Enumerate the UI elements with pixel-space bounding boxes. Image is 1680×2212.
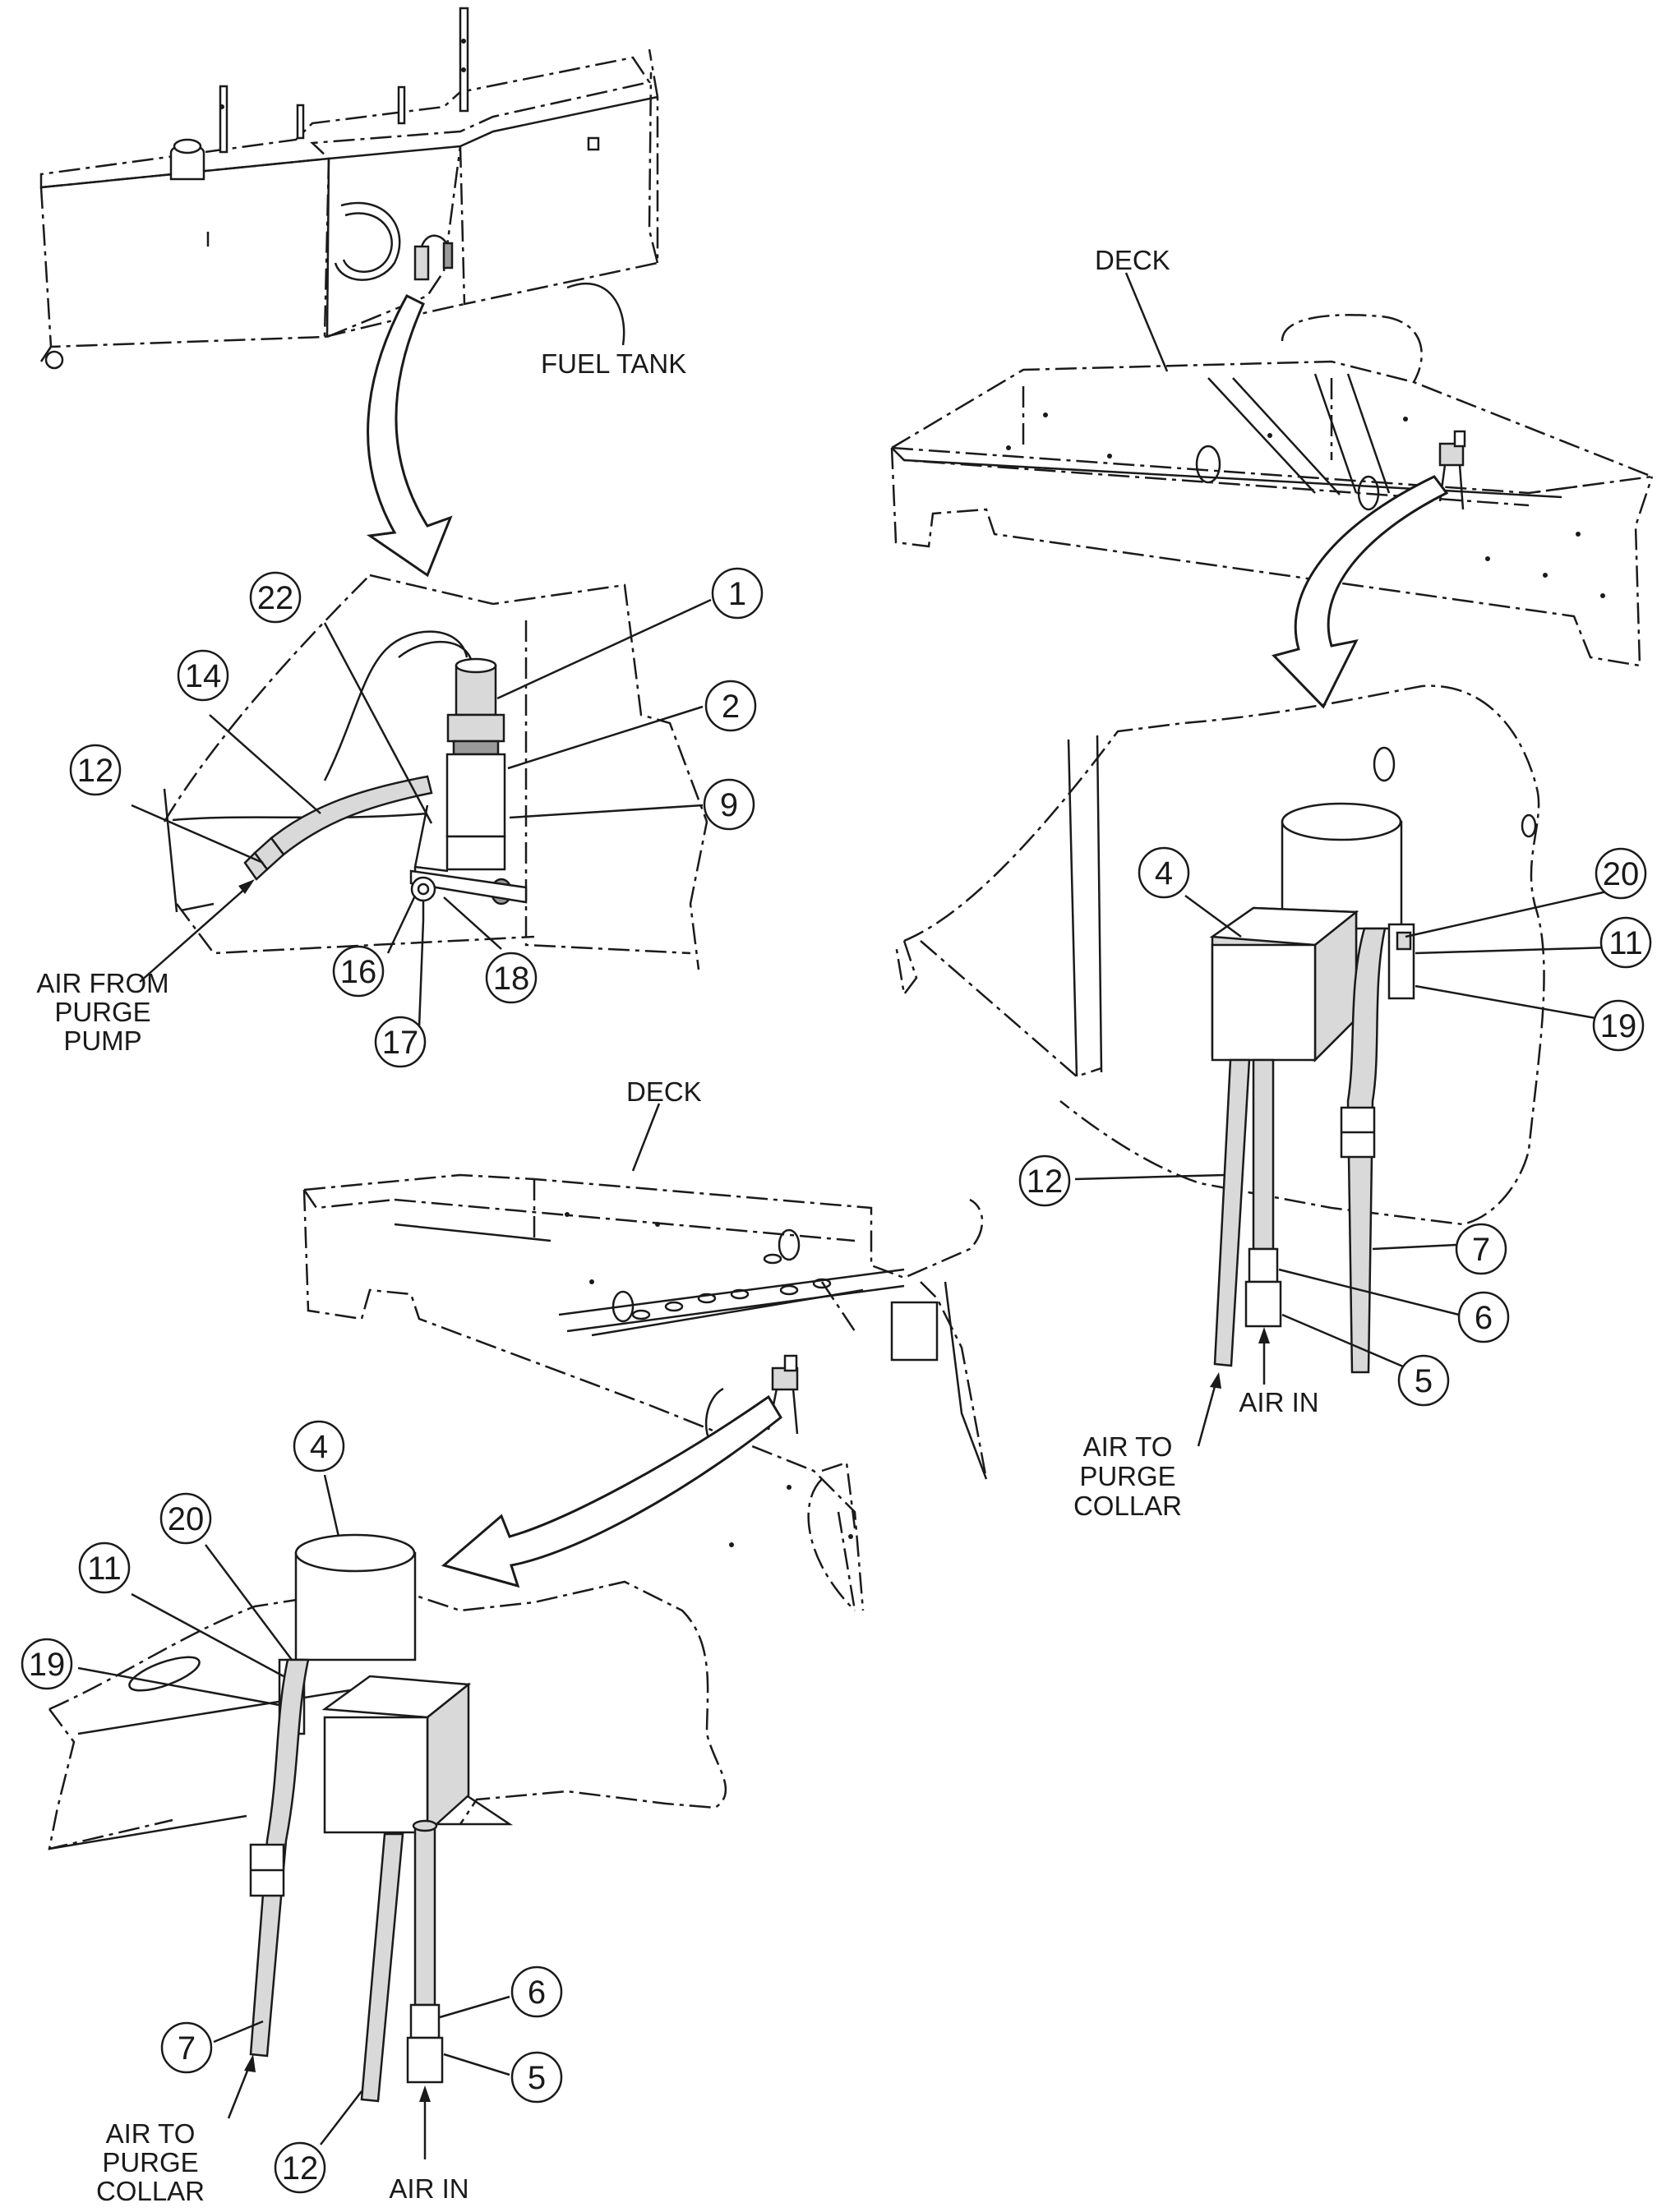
- label-deck-middle: DECK: [626, 1076, 702, 1107]
- left-detail-callouts: 4 20 11 19 7 6 5 12: [21, 1420, 563, 2194]
- callout-number: 16: [340, 954, 377, 990]
- tank-detail-callouts: 22 14 12 1 2 9 16 18 17: [69, 567, 764, 1068]
- callout-number: 20: [1603, 856, 1640, 892]
- callout-number: 12: [282, 2150, 319, 2187]
- callout-number: 22: [257, 580, 294, 616]
- tank-detail-illustration: [163, 574, 708, 970]
- callout-number: 12: [1027, 1164, 1064, 1200]
- tank-to-detail-arrow: [366, 294, 453, 578]
- callout-bubble: 2: [704, 680, 757, 732]
- callout-bubble: 14: [177, 649, 229, 702]
- label-air-to-purge-collar-left-line2: PURGE: [102, 2147, 198, 2177]
- callout-number: 19: [29, 1647, 66, 1683]
- callout-number: 6: [1475, 1300, 1493, 1336]
- callout-bubble: 11: [78, 1541, 131, 1594]
- callout-number: 2: [722, 689, 740, 725]
- label-air-to-purge-collar-right-line3: COLLAR: [1073, 1491, 1182, 1521]
- label-air-in-left: AIR IN: [389, 2173, 468, 2204]
- callout-bubble: 9: [703, 778, 755, 831]
- callout-bubble: 12: [274, 2141, 326, 2194]
- callout-bubble: 7: [160, 2021, 213, 2074]
- callout-bubble: 20: [1595, 847, 1647, 900]
- callout-number: 5: [528, 2060, 546, 2096]
- callout-bubble: 5: [1397, 1354, 1450, 1407]
- label-air-to-purge-collar-right-line2: PURGE: [1079, 1461, 1175, 1491]
- deck-to-left-detail-arrow: [441, 1394, 782, 1588]
- right-detail-illustration: [894, 684, 1545, 1374]
- callout-bubble: 6: [1457, 1291, 1510, 1343]
- label-air-from-purge-pump-line1: AIR FROM: [36, 968, 168, 998]
- callout-bubble: 11: [1599, 916, 1652, 969]
- label-air-to-purge-collar-left-line3: COLLAR: [96, 2176, 205, 2206]
- callout-bubble: 18: [485, 952, 538, 1004]
- callout-number: 19: [1600, 1008, 1637, 1044]
- callout-number: 9: [720, 787, 738, 823]
- label-air-in-right: AIR IN: [1239, 1387, 1318, 1417]
- callout-bubble: 12: [1018, 1154, 1071, 1207]
- callout-number: 7: [1472, 1232, 1490, 1268]
- callout-bubble: 4: [293, 1420, 345, 1472]
- callout-bubble: 17: [374, 1016, 427, 1068]
- callout-number: 7: [178, 2030, 196, 2067]
- label-air-to-purge-collar-left-line1: AIR TO: [106, 2118, 196, 2149]
- label-deck-top: DECK: [1095, 245, 1170, 275]
- callout-number: 6: [528, 1975, 546, 2011]
- callout-bubble: 4: [1138, 846, 1190, 899]
- callout-bubble: 19: [1592, 999, 1645, 1052]
- callout-number: 17: [382, 1025, 419, 1061]
- callout-bubble: 22: [249, 571, 302, 624]
- right-detail-callouts: 4 20 11 19 12 7 6 5: [1018, 846, 1652, 1447]
- callout-bubble: 7: [1455, 1223, 1507, 1275]
- callout-number: 11: [1608, 925, 1643, 961]
- text-labels: FUEL TANK DECK DECK AIR FROM PURGE PUMP …: [36, 245, 1318, 2206]
- callout-number: 14: [185, 658, 222, 694]
- callout-number: 11: [87, 1551, 122, 1587]
- callout-bubble: 5: [510, 2051, 563, 2104]
- label-air-from-purge-pump-line3: PUMP: [63, 1025, 141, 1056]
- callout-number: 18: [493, 961, 530, 997]
- callout-bubble: 12: [69, 744, 122, 796]
- callout-bubble: 20: [159, 1492, 212, 1545]
- label-fuel-tank: FUEL TANK: [541, 348, 686, 379]
- callout-number: 1: [728, 576, 746, 612]
- callout-number: 20: [168, 1501, 205, 1537]
- label-air-to-purge-collar-right-line1: AIR TO: [1083, 1431, 1173, 1462]
- callout-number: 12: [77, 753, 114, 789]
- callout-bubble: 6: [510, 1965, 563, 2018]
- callout-number: 4: [310, 1429, 328, 1465]
- label-air-from-purge-pump-line2: PURGE: [54, 997, 150, 1027]
- callout-number: 5: [1415, 1363, 1433, 1399]
- left-detail-illustration: [48, 1533, 727, 2103]
- deck-top-illustration: [890, 272, 1656, 667]
- callout-bubble: 1: [711, 567, 764, 620]
- deck-middle-illustration: [302, 1103, 988, 1611]
- callout-bubble: 19: [21, 1638, 73, 1690]
- callout-bubble: 16: [332, 945, 385, 998]
- callout-number: 4: [1155, 855, 1173, 892]
- fuel-tank-illustration: [39, 7, 659, 370]
- deck-to-right-detail-arrow: [1272, 475, 1449, 709]
